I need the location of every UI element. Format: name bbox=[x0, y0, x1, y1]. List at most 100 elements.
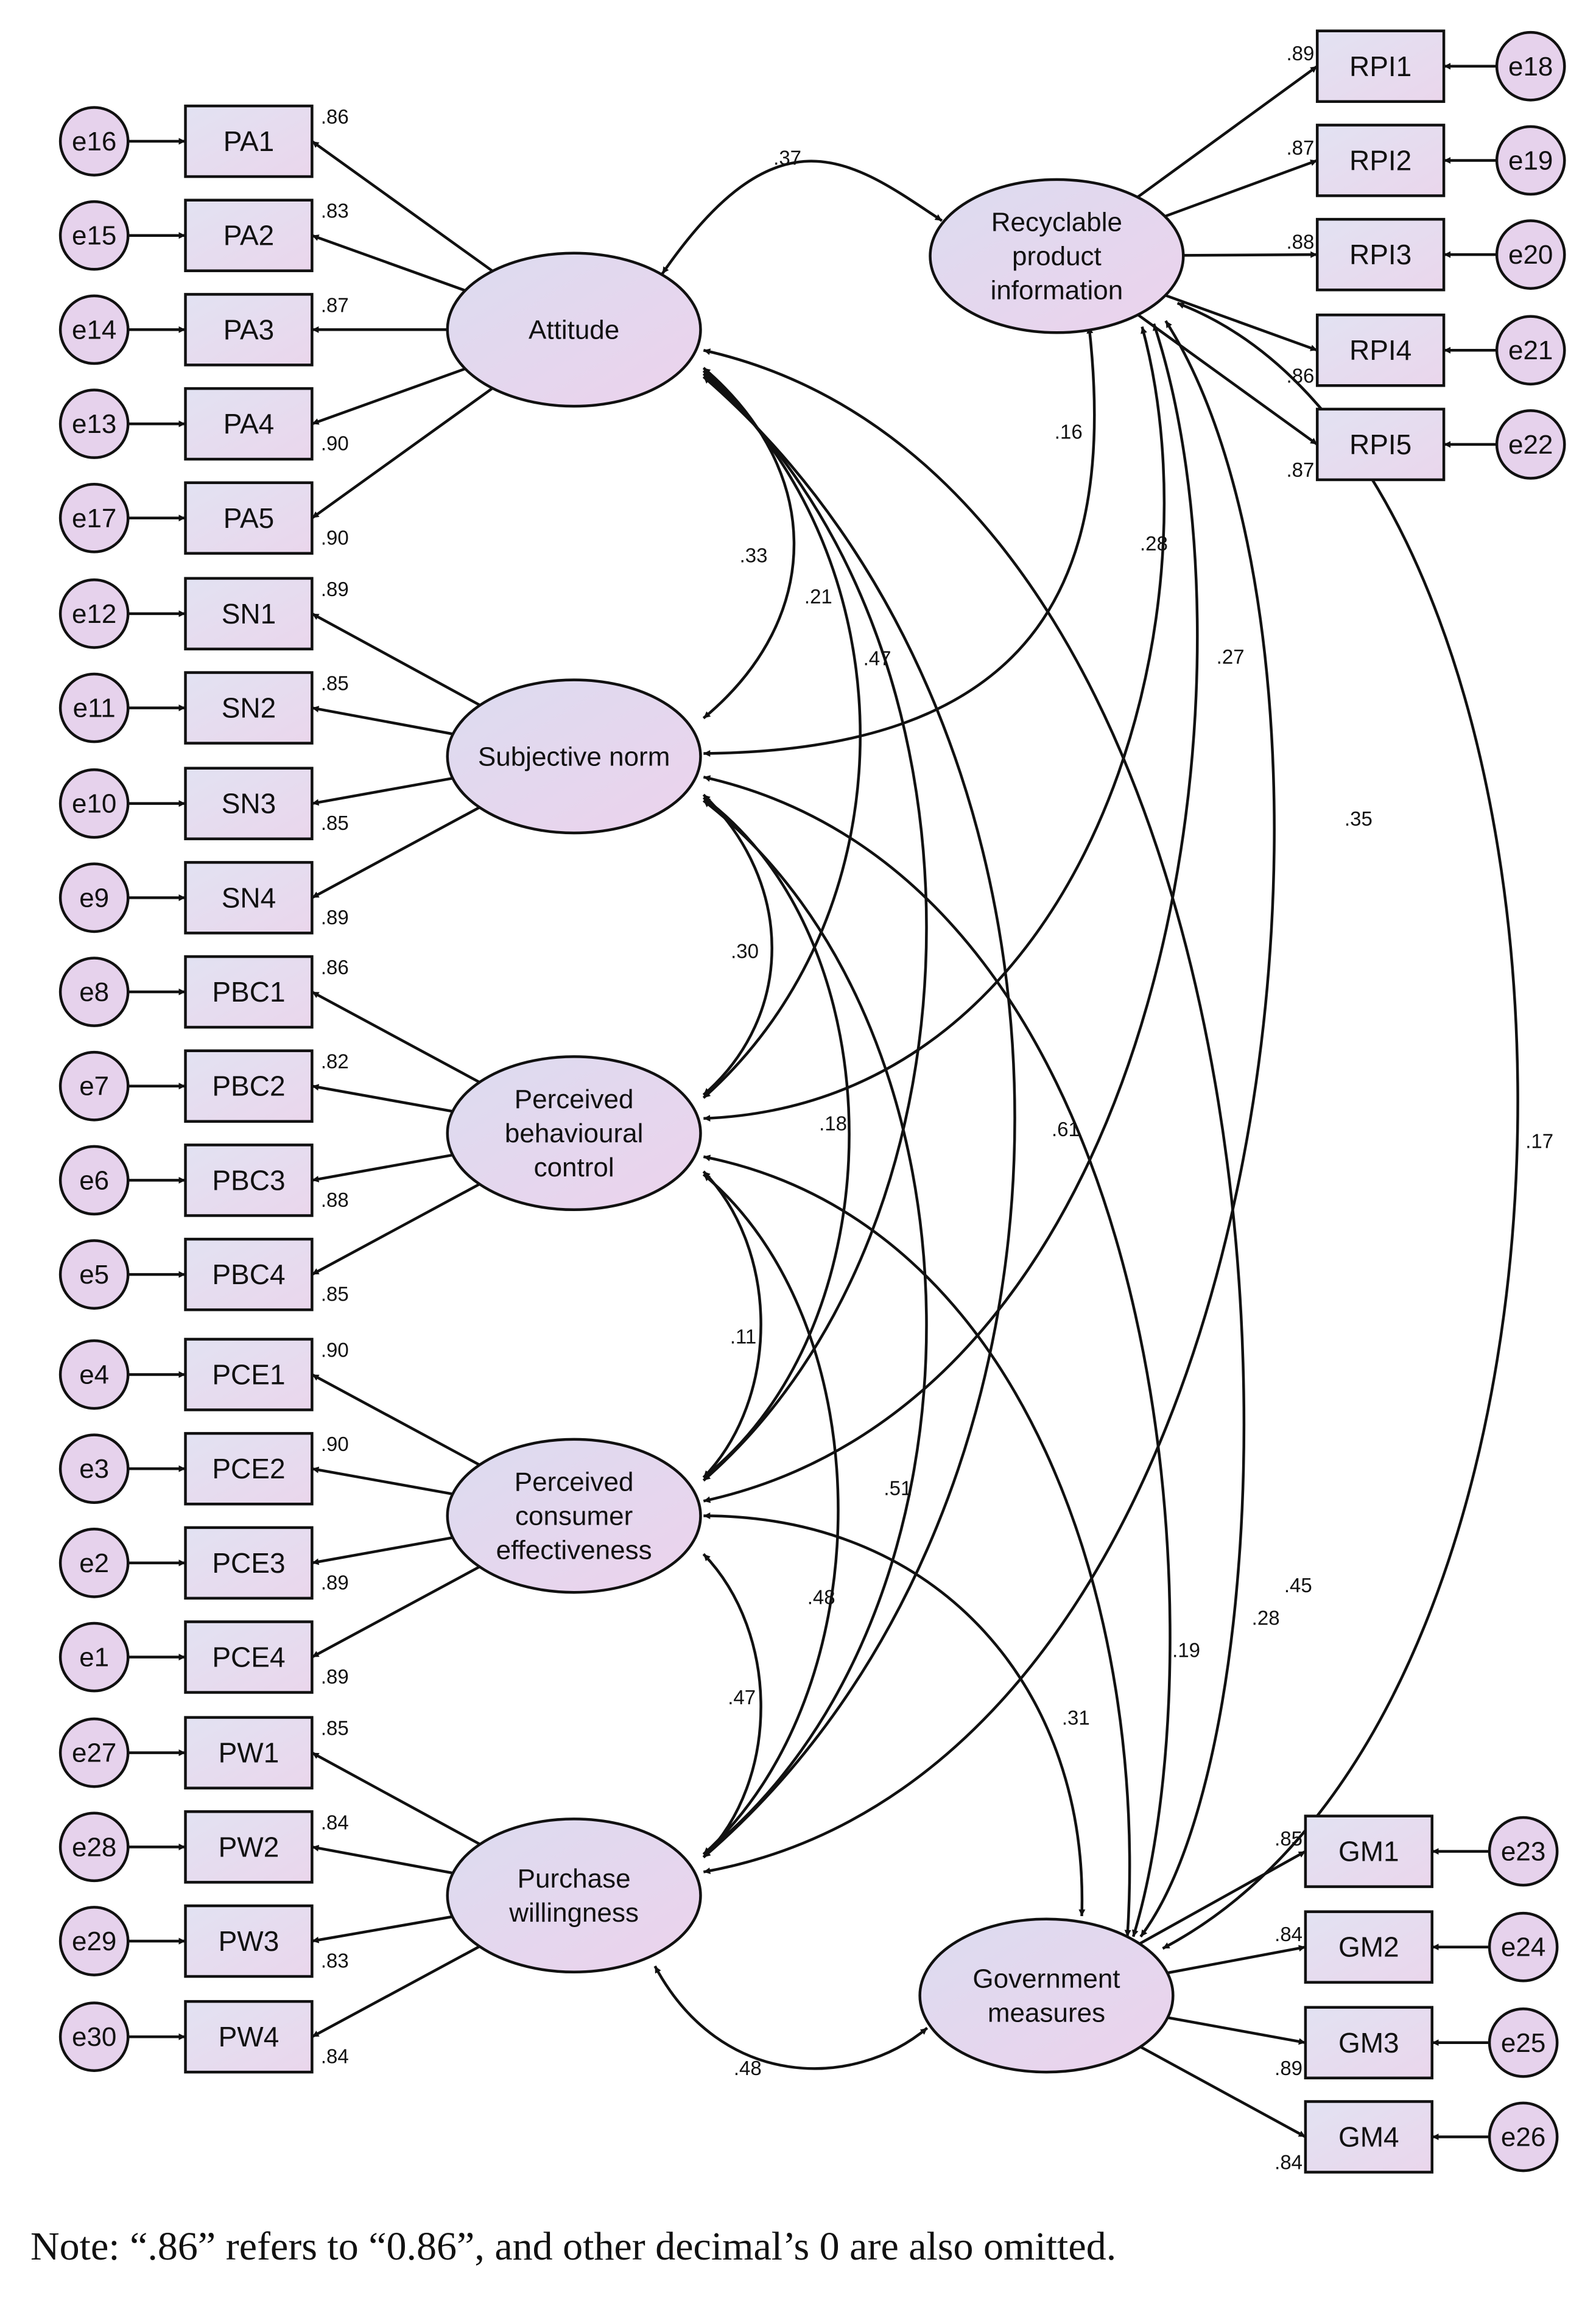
loading-coefficient: .88 bbox=[321, 1189, 349, 1211]
indicator-label: GM3 bbox=[1338, 2027, 1399, 2059]
loading-coefficient: .86 bbox=[321, 956, 349, 978]
error-term-label: e18 bbox=[1508, 52, 1553, 82]
loading-arrow bbox=[312, 1466, 453, 1495]
error-term-circle bbox=[58, 1811, 130, 1883]
covariance-coefficient: .48 bbox=[807, 1586, 835, 1609]
indicator-box bbox=[184, 1049, 314, 1123]
indicator-label: RPI3 bbox=[1349, 239, 1411, 270]
error-term-circle bbox=[58, 1339, 130, 1410]
latent-ellipse-att bbox=[446, 251, 702, 408]
sem-path-diagram: e16e15e14e13e17e12e11e10e9e8e7e6e5e4e3e2… bbox=[58, 29, 1566, 2174]
latent-ellipse-rpi bbox=[929, 178, 1185, 334]
error-term-circle bbox=[58, 1906, 130, 1976]
coefficient-layer: .86.83.87.90.90.89.85.85.89.86.82.88.85.… bbox=[321, 42, 1553, 2174]
error-term-label: e10 bbox=[72, 789, 116, 819]
error-term-circle bbox=[58, 578, 130, 649]
indicator-box bbox=[1315, 124, 1446, 197]
latent-label: Perceived bbox=[515, 1084, 634, 1114]
error-term-circle bbox=[58, 1145, 130, 1216]
loading-arrow bbox=[1167, 2016, 1306, 2045]
latent-label: behavioural bbox=[505, 1119, 644, 1148]
loading-coefficient: .85 bbox=[321, 1283, 349, 1305]
indicator-box bbox=[184, 293, 314, 367]
error-term-circle bbox=[58, 388, 130, 459]
indicator-box bbox=[1304, 2006, 1433, 2080]
loading-coefficient: .84 bbox=[1274, 1923, 1302, 1945]
error-term-label: e6 bbox=[79, 1165, 109, 1195]
latent-label: effectiveness bbox=[496, 1536, 652, 1565]
latent-label: information bbox=[991, 276, 1123, 306]
latent-ellipse-gm bbox=[918, 1917, 1175, 2074]
indicator-label: PA4 bbox=[223, 408, 275, 440]
covariance-coefficient: .35 bbox=[1345, 807, 1373, 830]
loading-coefficient: .84 bbox=[1274, 2151, 1302, 2174]
loading-arrow bbox=[311, 1182, 480, 1276]
error-term-circle bbox=[58, 1239, 130, 1310]
error-term-circle bbox=[58, 1621, 130, 1693]
loading-arrow bbox=[311, 1565, 480, 1659]
covariance-coefficient: .27 bbox=[1217, 645, 1245, 668]
covariance-arc-pbc-gm bbox=[703, 1154, 1131, 1937]
indicator-box bbox=[184, 1716, 314, 1789]
error-term-circle bbox=[58, 1717, 130, 1788]
loading-coefficient: .86 bbox=[321, 105, 349, 128]
latent-label: willingness bbox=[508, 1898, 639, 1928]
loading-coefficient: .84 bbox=[321, 2045, 349, 2068]
loading-arrow bbox=[1167, 1945, 1306, 1975]
error-term-circle bbox=[1495, 30, 1566, 102]
error-term-circle bbox=[58, 672, 130, 743]
latent-label: control bbox=[534, 1153, 614, 1182]
latent-ellipse-sn bbox=[446, 678, 702, 835]
covariance-coefficient: .16 bbox=[1055, 420, 1083, 443]
loading-arrow bbox=[312, 1084, 453, 1113]
indicator-box bbox=[1315, 217, 1446, 292]
error-term-circle bbox=[58, 294, 130, 365]
indicator-label: PCE2 bbox=[212, 1453, 285, 1484]
covariance-arc-pw-gm bbox=[653, 1965, 929, 2070]
loading-coefficient: .82 bbox=[321, 1050, 349, 1073]
covariance-arc-sn-rpi bbox=[703, 326, 1096, 757]
error-term-circle bbox=[58, 957, 130, 1027]
error-term-label: e9 bbox=[79, 883, 109, 913]
covariance-coefficient: .33 bbox=[740, 544, 768, 566]
error-term-circle bbox=[1495, 219, 1566, 290]
covariance-coefficient: .45 bbox=[1284, 1574, 1312, 1596]
latent-label: Attitude bbox=[529, 315, 619, 345]
loading-arrow bbox=[311, 140, 494, 273]
indicator-label: SN1 bbox=[222, 598, 276, 630]
loading-arrow bbox=[1164, 159, 1318, 218]
latent-label: Subjective norm bbox=[478, 742, 670, 771]
covariance-arc-pbc-pw bbox=[702, 1173, 840, 1856]
error-term-circle bbox=[1488, 1816, 1559, 1887]
error-term-label: e14 bbox=[72, 315, 116, 345]
indicator-label: PW2 bbox=[219, 1831, 279, 1863]
loading-arrow bbox=[311, 1751, 481, 1846]
error-term-label: e1 bbox=[79, 1643, 109, 1673]
indicator-label: GM2 bbox=[1338, 1931, 1399, 1963]
loading-coefficient: .85 bbox=[1274, 1827, 1302, 1850]
error-term-label: e19 bbox=[1508, 146, 1553, 175]
loading-arrow bbox=[311, 1373, 480, 1466]
covariance-coefficient: .28 bbox=[1140, 532, 1168, 555]
indicator-box bbox=[1315, 29, 1446, 104]
error-term-label: e22 bbox=[1508, 430, 1553, 460]
indicator-label: GM1 bbox=[1338, 1836, 1399, 1867]
loading-coefficient: .89 bbox=[321, 906, 349, 929]
loading-coefficient: .87 bbox=[321, 293, 349, 316]
loading-arrow bbox=[311, 612, 481, 707]
error-term-circle bbox=[58, 1528, 130, 1598]
indicator-label: PBC2 bbox=[212, 1070, 285, 1102]
indicator-label: SN4 bbox=[222, 882, 276, 913]
loading-coefficient: .85 bbox=[321, 812, 349, 834]
error-term-label: e11 bbox=[73, 694, 116, 723]
loading-arrow bbox=[311, 806, 480, 899]
loading-coefficient: .90 bbox=[321, 526, 349, 549]
indicator-box bbox=[184, 861, 314, 935]
indicator-label: PCE4 bbox=[212, 1642, 285, 1673]
covariance-arc-pw-rpi bbox=[703, 320, 1276, 1874]
latent-ellipse-pbc bbox=[446, 1055, 702, 1212]
indicator-box bbox=[1315, 313, 1446, 387]
indicator-label: RPI5 bbox=[1349, 429, 1411, 460]
indicator-box bbox=[184, 1143, 314, 1217]
loading-coefficient: .90 bbox=[321, 1433, 349, 1455]
